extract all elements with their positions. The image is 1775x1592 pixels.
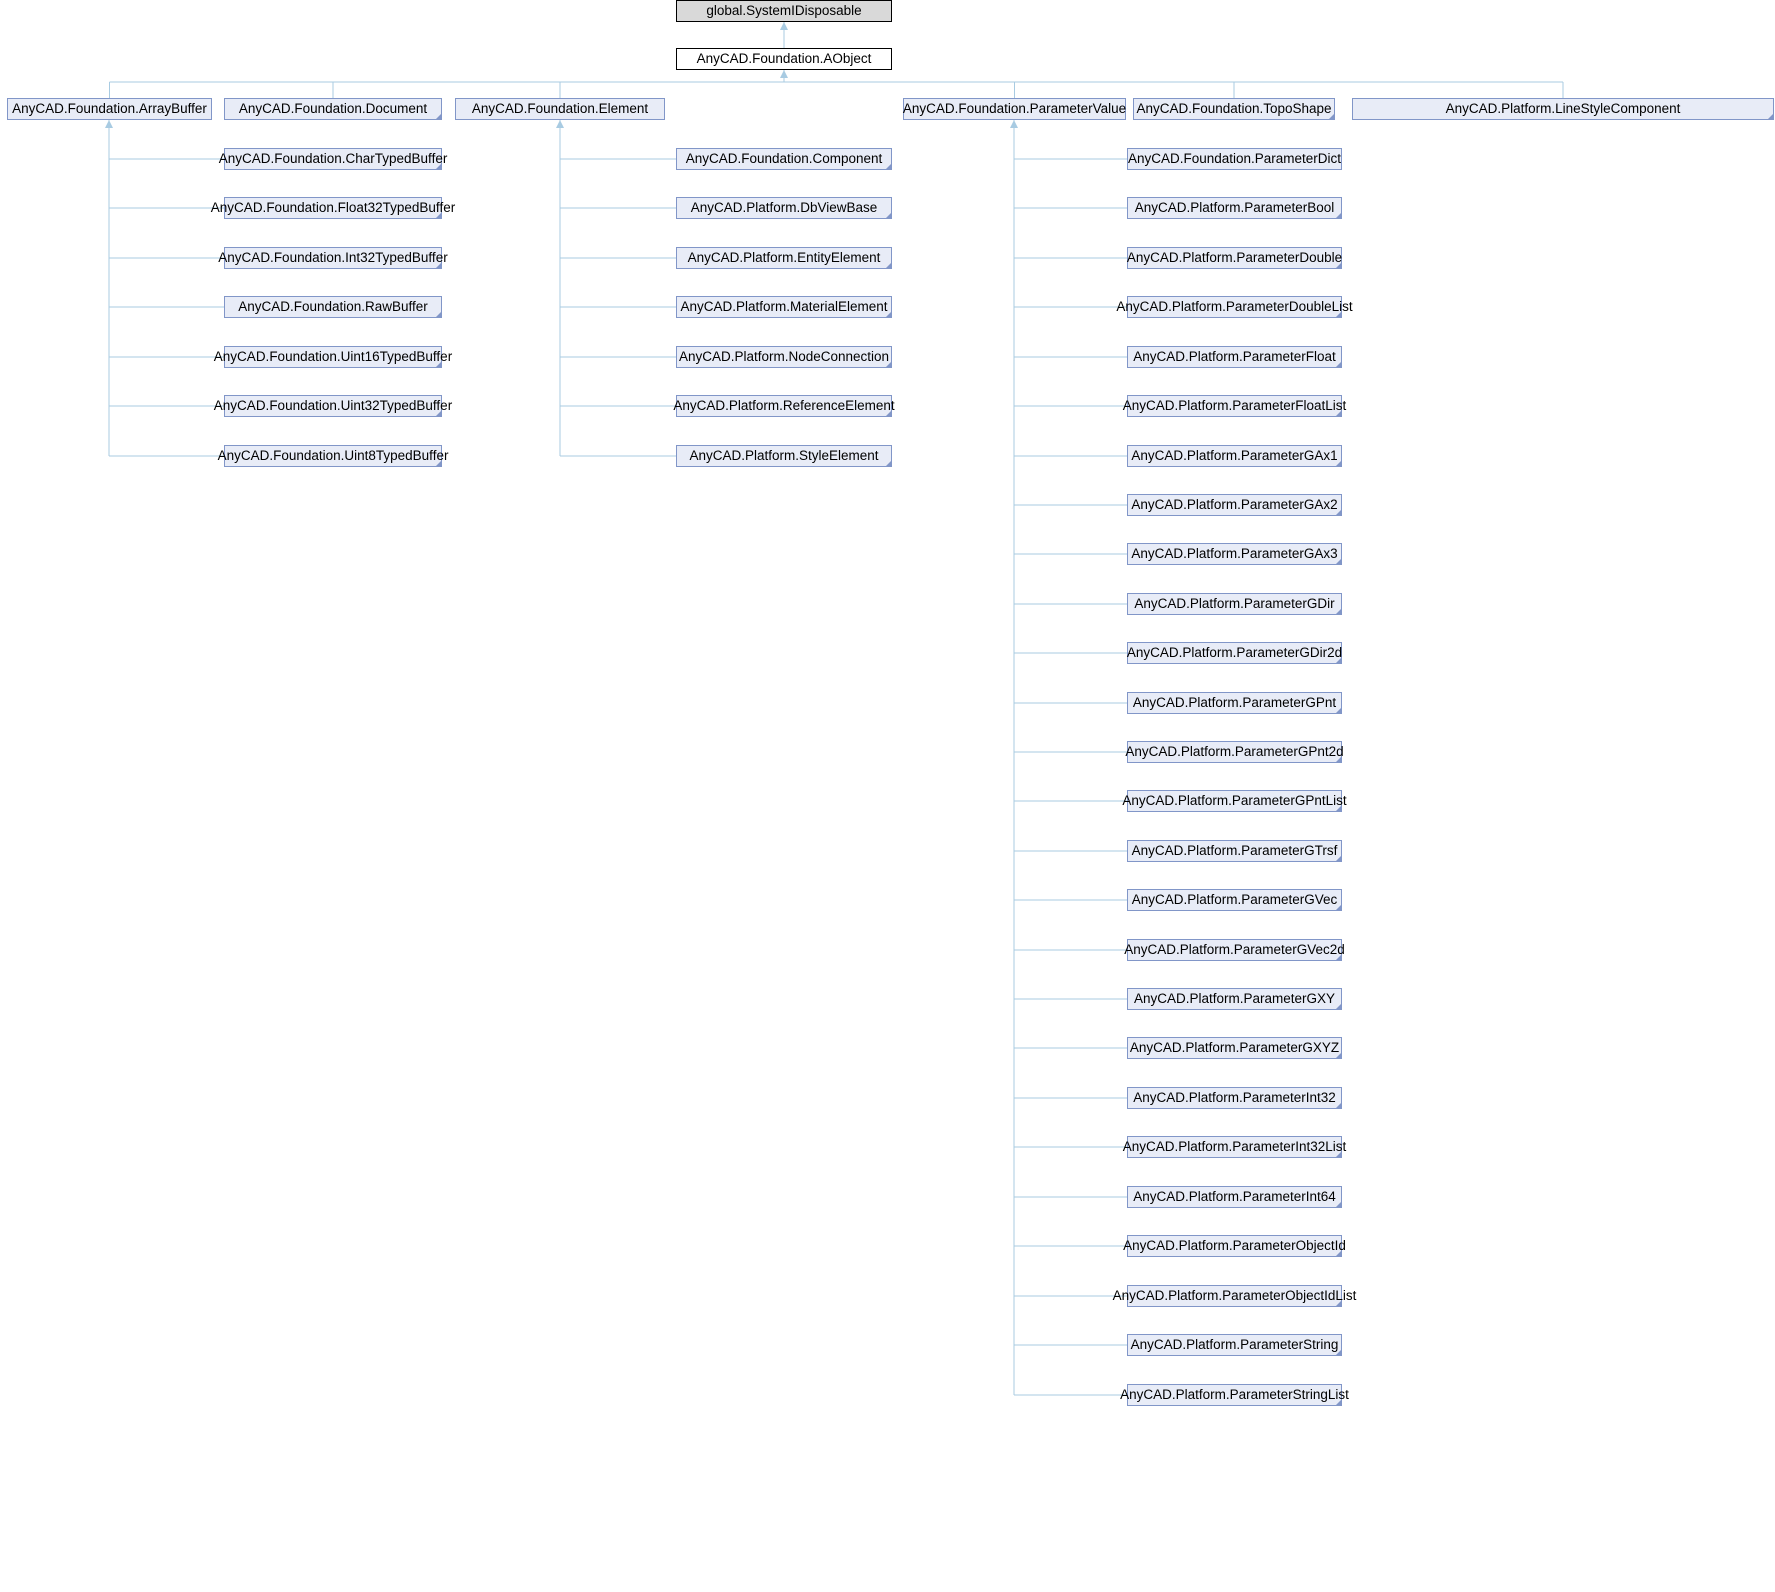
class-node-anycad-platform-parametergpnt2d[interactable]: AnyCAD.Platform.ParameterGPnt2d xyxy=(1125,741,1344,763)
class-node-anycad-platform-parametergax3[interactable]: AnyCAD.Platform.ParameterGAx3 xyxy=(1127,543,1342,565)
class-node-anycad-foundation-float32typedbuffer[interactable]: AnyCAD.Foundation.Float32TypedBuffer xyxy=(211,197,455,219)
class-label: AnyCAD.Platform.ParameterDouble xyxy=(1126,250,1343,266)
class-node-anycad-platform-parameterfloatlist[interactable]: AnyCAD.Platform.ParameterFloatList xyxy=(1123,395,1346,417)
class-node-anycad-platform-parametergpnt[interactable]: AnyCAD.Platform.ParameterGPnt xyxy=(1127,692,1342,714)
class-label: AnyCAD.Platform.ParameterGTrsf xyxy=(1131,843,1338,859)
class-label: AnyCAD.Foundation.Component xyxy=(685,151,883,167)
class-node-anycad-platform-parameterint32[interactable]: AnyCAD.Platform.ParameterInt32 xyxy=(1127,1087,1342,1109)
class-node-anycad-foundation-arraybuffer[interactable]: AnyCAD.Foundation.ArrayBuffer xyxy=(7,98,212,120)
class-label: global.SystemIDisposable xyxy=(706,3,862,19)
class-node-anycad-platform-nodeconnection[interactable]: AnyCAD.Platform.NodeConnection xyxy=(676,346,892,368)
class-label: AnyCAD.Platform.MaterialElement xyxy=(680,299,888,315)
class-node-anycad-platform-parametergtrsf[interactable]: AnyCAD.Platform.ParameterGTrsf xyxy=(1127,840,1342,862)
class-node-anycad-platform-linestylecomponent[interactable]: AnyCAD.Platform.LineStyleComponent xyxy=(1352,98,1774,120)
class-label: AnyCAD.Platform.ParameterBool xyxy=(1134,200,1335,216)
class-node-anycad-foundation-uint16typedbuffer[interactable]: AnyCAD.Foundation.Uint16TypedBuffer xyxy=(214,346,452,368)
class-node-anycad-platform-parametergxy[interactable]: AnyCAD.Platform.ParameterGXY xyxy=(1127,988,1342,1010)
class-label: AnyCAD.Platform.ParameterGXY xyxy=(1133,991,1336,1007)
class-label: AnyCAD.Platform.ParameterStringList xyxy=(1120,1387,1349,1403)
class-node-anycad-platform-parametergax1[interactable]: AnyCAD.Platform.ParameterGAx1 xyxy=(1127,445,1342,467)
class-node-anycad-platform-parameterstring[interactable]: AnyCAD.Platform.ParameterString xyxy=(1127,1334,1342,1356)
class-node-anycad-platform-parameterobjectid[interactable]: AnyCAD.Platform.ParameterObjectId xyxy=(1123,1235,1346,1257)
class-node-anycad-platform-parameterbool[interactable]: AnyCAD.Platform.ParameterBool xyxy=(1127,197,1342,219)
class-label: AnyCAD.Platform.NodeConnection xyxy=(678,349,890,365)
class-node-anycad-platform-materialelement[interactable]: AnyCAD.Platform.MaterialElement xyxy=(676,296,892,318)
class-node-anycad-platform-parametergdir2d[interactable]: AnyCAD.Platform.ParameterGDir2d xyxy=(1127,642,1342,664)
class-label: AnyCAD.Foundation.AObject xyxy=(696,51,872,67)
class-label: AnyCAD.Platform.ParameterDoubleList xyxy=(1116,299,1353,315)
class-label: AnyCAD.Platform.EntityElement xyxy=(687,250,881,266)
class-label: AnyCAD.Platform.ParameterGAx3 xyxy=(1131,546,1338,562)
class-label: AnyCAD.Platform.ParameterObjectId xyxy=(1123,1238,1346,1254)
class-label: AnyCAD.Platform.ParameterGPntList xyxy=(1122,793,1347,809)
class-node-anycad-platform-referenceelement[interactable]: AnyCAD.Platform.ReferenceElement xyxy=(673,395,895,417)
class-node-anycad-foundation-int32typedbuffer[interactable]: AnyCAD.Foundation.Int32TypedBuffer xyxy=(218,247,448,269)
class-label: AnyCAD.Foundation.Uint8TypedBuffer xyxy=(217,448,449,464)
class-label: AnyCAD.Platform.ParameterGVec xyxy=(1131,892,1338,908)
class-node-anycad-platform-parameterfloat[interactable]: AnyCAD.Platform.ParameterFloat xyxy=(1127,346,1342,368)
class-label: AnyCAD.Foundation.CharTypedBuffer xyxy=(218,151,448,167)
class-label: AnyCAD.Platform.ParameterFloatList xyxy=(1122,398,1347,414)
class-node-anycad-foundation-parametervalue[interactable]: AnyCAD.Foundation.ParameterValue xyxy=(903,98,1126,120)
class-label: AnyCAD.Foundation.ParameterDict xyxy=(1127,151,1342,167)
class-label: AnyCAD.Platform.ParameterString xyxy=(1130,1337,1339,1353)
class-node-anycad-foundation-toposhape[interactable]: AnyCAD.Foundation.TopoShape xyxy=(1133,98,1335,120)
class-label: AnyCAD.Foundation.TopoShape xyxy=(1136,101,1332,117)
class-label: AnyCAD.Platform.DbViewBase xyxy=(690,200,878,216)
class-label: AnyCAD.Foundation.RawBuffer xyxy=(238,299,428,315)
class-label: AnyCAD.Platform.ParameterGPnt2d xyxy=(1125,744,1344,760)
class-node-anycad-platform-parameterdouble[interactable]: AnyCAD.Platform.ParameterDouble xyxy=(1127,247,1342,269)
class-node-anycad-foundation-element[interactable]: AnyCAD.Foundation.Element xyxy=(455,98,665,120)
class-node-anycad-platform-parameterobjectidlist[interactable]: AnyCAD.Platform.ParameterObjectIdList xyxy=(1113,1285,1356,1307)
class-node-anycad-platform-parametergdir[interactable]: AnyCAD.Platform.ParameterGDir xyxy=(1127,593,1342,615)
class-node-anycad-foundation-rawbuffer[interactable]: AnyCAD.Foundation.RawBuffer xyxy=(224,296,442,318)
class-label: AnyCAD.Platform.ParameterInt32List xyxy=(1122,1139,1347,1155)
class-label: AnyCAD.Platform.ReferenceElement xyxy=(673,398,895,414)
class-node-anycad-foundation-parameterdict[interactable]: AnyCAD.Foundation.ParameterDict xyxy=(1127,148,1342,170)
class-label: AnyCAD.Foundation.Int32TypedBuffer xyxy=(218,250,448,266)
class-node-anycad-foundation-document[interactable]: AnyCAD.Foundation.Document xyxy=(224,98,442,120)
class-label: AnyCAD.Platform.ParameterGAx1 xyxy=(1131,448,1338,464)
class-label: AnyCAD.Platform.ParameterGVec2d xyxy=(1124,942,1345,958)
class-label: AnyCAD.Foundation.ArrayBuffer xyxy=(12,101,207,117)
class-label: AnyCAD.Platform.ParameterGDir xyxy=(1134,596,1335,612)
class-node-anycad-platform-parametergvec2d[interactable]: AnyCAD.Platform.ParameterGVec2d xyxy=(1124,939,1345,961)
class-node-anycad-platform-parametergvec[interactable]: AnyCAD.Platform.ParameterGVec xyxy=(1127,889,1342,911)
class-node-anycad-platform-entityelement[interactable]: AnyCAD.Platform.EntityElement xyxy=(676,247,892,269)
class-node-anycad-foundation-component[interactable]: AnyCAD.Foundation.Component xyxy=(676,148,892,170)
class-node-anycad-platform-parametergax2[interactable]: AnyCAD.Platform.ParameterGAx2 xyxy=(1127,494,1342,516)
class-node-anycad-platform-parameterint32list[interactable]: AnyCAD.Platform.ParameterInt32List xyxy=(1123,1136,1346,1158)
class-node-anycad-foundation-uint8typedbuffer[interactable]: AnyCAD.Foundation.Uint8TypedBuffer xyxy=(218,445,448,467)
class-label: AnyCAD.Foundation.Document xyxy=(238,101,428,117)
class-label: AnyCAD.Platform.ParameterGAx2 xyxy=(1131,497,1338,513)
class-node-anycad-foundation-uint32typedbuffer[interactable]: AnyCAD.Foundation.Uint32TypedBuffer xyxy=(214,395,452,417)
class-label: AnyCAD.Platform.ParameterInt64 xyxy=(1133,1189,1336,1205)
class-label: AnyCAD.Platform.ParameterObjectIdList xyxy=(1112,1288,1357,1304)
class-label: AnyCAD.Foundation.Uint32TypedBuffer xyxy=(213,398,453,414)
class-label: AnyCAD.Platform.ParameterGXYZ xyxy=(1129,1040,1340,1056)
class-node-anycad-platform-parameterint64[interactable]: AnyCAD.Platform.ParameterInt64 xyxy=(1127,1186,1342,1208)
class-label: AnyCAD.Platform.ParameterGPnt xyxy=(1132,695,1337,711)
class-node-anycad-platform-parametergpntlist[interactable]: AnyCAD.Platform.ParameterGPntList xyxy=(1122,790,1347,812)
class-node-anycad-foundation-chartypedbuffer[interactable]: AnyCAD.Foundation.CharTypedBuffer xyxy=(219,148,447,170)
class-label: AnyCAD.Platform.LineStyleComponent xyxy=(1445,101,1681,117)
class-label: AnyCAD.Foundation.Uint16TypedBuffer xyxy=(213,349,453,365)
class-label: AnyCAD.Foundation.Element xyxy=(471,101,649,117)
class-node-anycad-foundation-aobject[interactable]: AnyCAD.Foundation.AObject xyxy=(676,48,892,70)
class-label: AnyCAD.Platform.ParameterFloat xyxy=(1133,349,1336,365)
class-label: AnyCAD.Platform.ParameterGDir2d xyxy=(1126,645,1343,661)
class-label: AnyCAD.Foundation.Float32TypedBuffer xyxy=(210,200,456,216)
class-node-anycad-platform-parameterstringlist[interactable]: AnyCAD.Platform.ParameterStringList xyxy=(1120,1384,1349,1406)
class-node-global-systemidisposable[interactable]: global.SystemIDisposable xyxy=(676,0,892,22)
class-node-anycad-platform-parametergxyz[interactable]: AnyCAD.Platform.ParameterGXYZ xyxy=(1127,1037,1342,1059)
class-label: AnyCAD.Foundation.ParameterValue xyxy=(902,101,1127,117)
class-label: AnyCAD.Platform.StyleElement xyxy=(689,448,879,464)
class-node-anycad-platform-styleelement[interactable]: AnyCAD.Platform.StyleElement xyxy=(676,445,892,467)
class-node-anycad-platform-dbviewbase[interactable]: AnyCAD.Platform.DbViewBase xyxy=(676,197,892,219)
class-node-anycad-platform-parameterdoublelist[interactable]: AnyCAD.Platform.ParameterDoubleList xyxy=(1116,296,1353,318)
class-label: AnyCAD.Platform.ParameterInt32 xyxy=(1133,1090,1336,1106)
